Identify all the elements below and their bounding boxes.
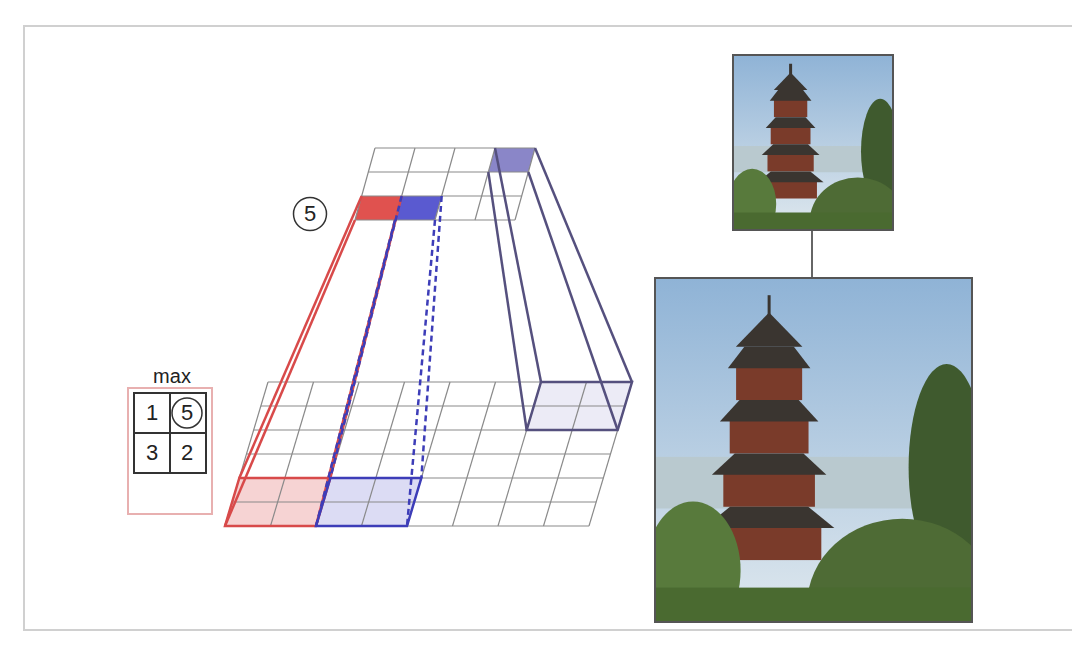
grid-line xyxy=(247,453,611,454)
pagoda-wall xyxy=(723,469,815,506)
photo-frame xyxy=(733,55,893,230)
grid-line xyxy=(355,148,375,220)
grid-line xyxy=(475,148,495,220)
feature-grids xyxy=(225,148,632,526)
pagoda-spire xyxy=(768,295,771,316)
operation-label: max xyxy=(153,366,191,386)
pagoda-roof xyxy=(712,453,827,474)
projection-line xyxy=(225,220,355,526)
bushes xyxy=(733,213,893,231)
pagoda-roof xyxy=(720,400,819,421)
projection-line xyxy=(535,148,632,382)
region-outline xyxy=(527,382,632,430)
pagoda-wall xyxy=(774,98,807,117)
pagoda-photo xyxy=(733,55,893,230)
pagoda-roof xyxy=(762,144,820,155)
projection-line xyxy=(528,172,617,430)
pagoda-roof xyxy=(766,117,816,128)
pooled-cell xyxy=(355,196,402,220)
pool-table xyxy=(128,388,212,514)
bushes xyxy=(655,588,972,622)
value-text: 5 xyxy=(304,203,316,225)
pagoda-wall xyxy=(736,363,802,400)
projection-line xyxy=(488,172,526,430)
table-cell: 5 xyxy=(181,402,193,424)
pagoda-roof xyxy=(770,90,812,101)
grid-line xyxy=(261,405,625,406)
table-frame xyxy=(128,388,212,514)
table-line xyxy=(134,432,206,434)
grid-line xyxy=(375,147,535,148)
projection-line xyxy=(239,196,361,478)
pagoda-roof xyxy=(774,73,808,91)
circled-value: 5 xyxy=(292,196,328,232)
circle-outline xyxy=(294,198,327,231)
value-text: 5 xyxy=(292,196,328,232)
pagoda-roof xyxy=(736,312,803,346)
projection-line xyxy=(421,196,441,478)
table-cell: 2 xyxy=(181,442,193,464)
pagoda-wall xyxy=(771,125,811,144)
pagoda-wall xyxy=(767,152,813,171)
projection-line xyxy=(316,220,395,526)
table-cell: 1 xyxy=(146,402,158,424)
pagoda-wall xyxy=(730,416,809,453)
pagoda-photo xyxy=(655,278,972,622)
grid-line xyxy=(368,171,528,172)
max-circle xyxy=(172,398,202,428)
photo-frame xyxy=(655,278,972,622)
table-box xyxy=(134,393,206,473)
region-outline xyxy=(225,478,330,526)
table-cell: 3 xyxy=(146,442,158,464)
region-outline xyxy=(316,478,421,526)
pagoda-spire xyxy=(789,64,792,75)
pagoda-roof xyxy=(728,347,811,368)
grid-line xyxy=(435,148,455,220)
